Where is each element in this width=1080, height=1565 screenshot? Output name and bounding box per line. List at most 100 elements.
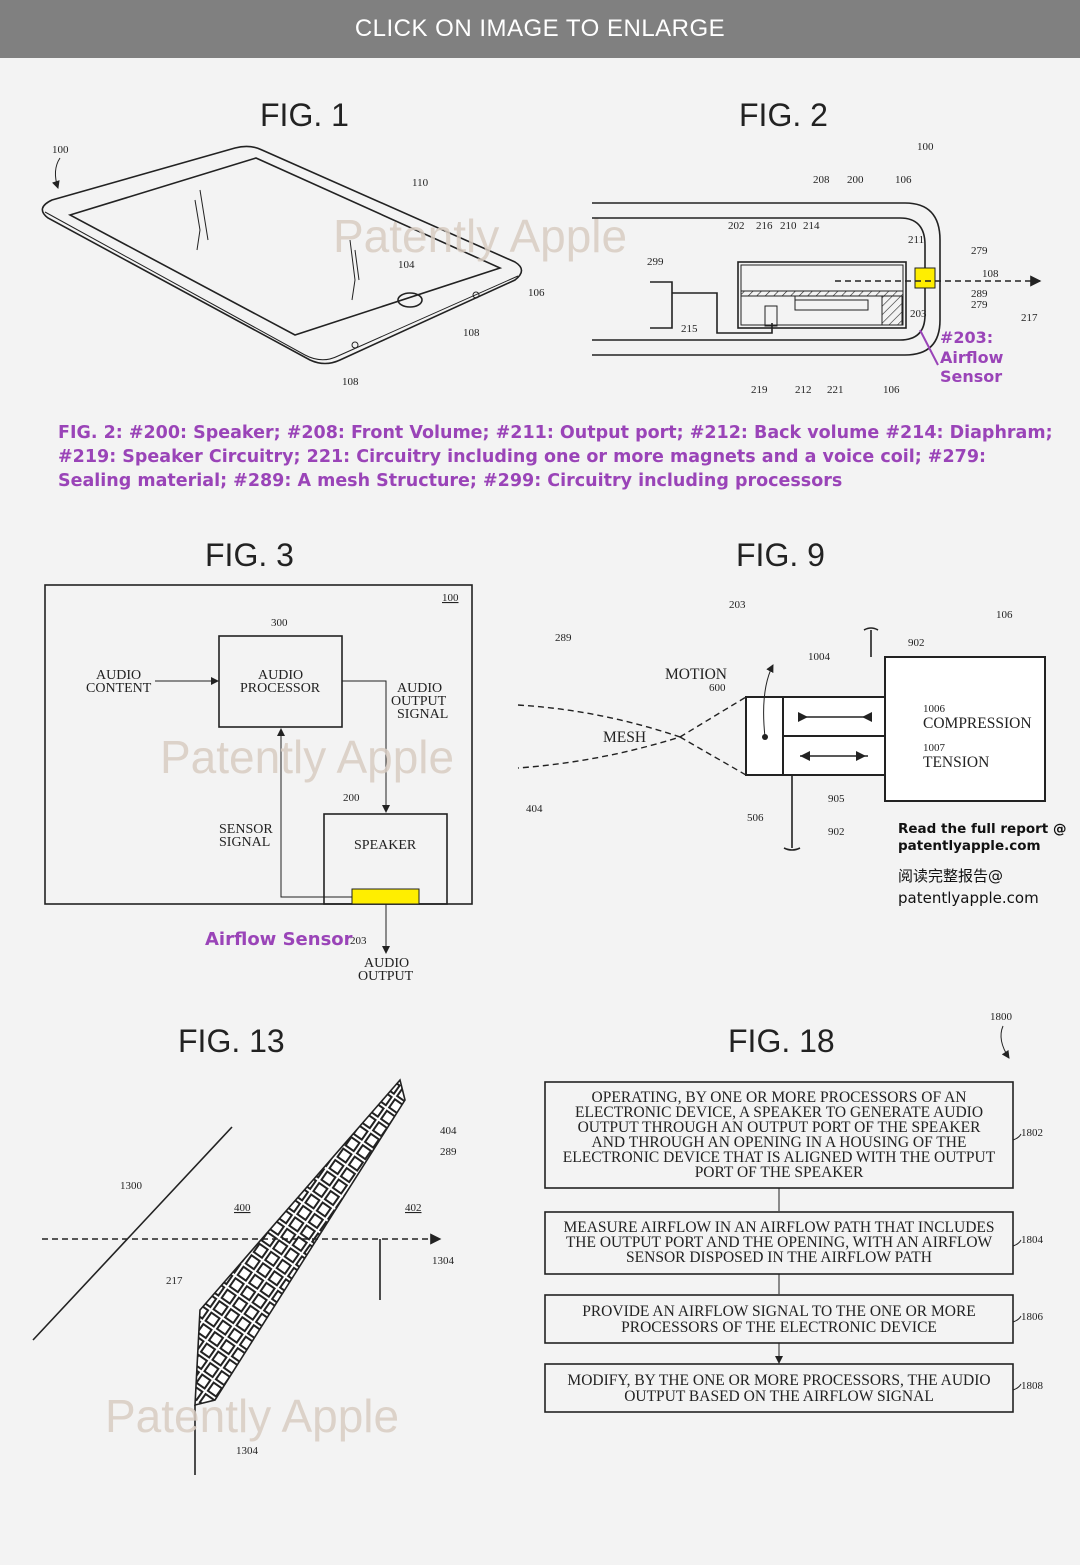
diagram-label: 203 [910, 308, 927, 320]
diagram-label: 106 [996, 609, 1013, 621]
diagram-label: 216 [756, 220, 773, 232]
diagram-label: 902 [828, 826, 845, 838]
airflow-sensor-callout: #203: [940, 328, 993, 347]
diagram-shape [44, 584, 473, 905]
diagram-shape [679, 696, 747, 776]
diagram-shape [650, 281, 773, 334]
diagram-label: OUTPUT [358, 969, 414, 984]
diagram-label: OUTPUT BASED ON THE AIRFLOW SIGNAL [624, 1388, 934, 1405]
diagram-label: 211 [908, 234, 924, 246]
diagram-label: 289 [440, 1146, 457, 1158]
diagram-label: 阅读完整报告@ [898, 867, 1003, 885]
diagram-shape [44, 211, 519, 361]
diagram-label: 400 [234, 1202, 251, 1214]
diagram-label: PROVIDE AN AIRFLOW SIGNAL TO THE ONE OR … [582, 1303, 976, 1320]
diagram-label: Airflow [940, 348, 1004, 367]
fig1: FIG. 1 100 110 104 106 108 108 [41, 97, 545, 388]
diagram-label: SIGNAL [219, 835, 270, 850]
diagram-label: 300 [271, 617, 288, 629]
diagram-shape [1012, 1133, 1022, 1391]
fig9: FIG. 9 203 289 106 902 1004 600 1006 100… [517, 537, 1046, 851]
diagram-shape [592, 217, 926, 341]
diagram-label: Sensor [940, 367, 1002, 386]
diagram-label: AUDIO [96, 668, 141, 683]
diagram-label: 203 [350, 935, 367, 947]
mesh-structure [194, 1078, 406, 1407]
diagram-label: patentlyapple.com [898, 889, 1039, 907]
diagram-label: 289 [971, 288, 988, 300]
diagram-label: patentlyapple.com [898, 838, 1041, 854]
diagram-label: 1804 [1021, 1234, 1044, 1246]
diagram-label: AUDIO [397, 681, 442, 696]
fig18: FIG. 18 1800 OPERATING, BY ONE OR MORE P… [544, 1011, 1044, 1413]
ref-label: 100 [52, 144, 69, 156]
diagram-label: 203 [729, 599, 746, 611]
diagram-shape [194, 1239, 381, 1475]
diagram-label: FIG. 3 [205, 537, 294, 573]
diagram-label: OPERATING, BY ONE OR MORE PROCESSORS OF … [592, 1089, 967, 1106]
diagram-label: 506 [747, 812, 764, 824]
airflow-sensor-highlight [351, 888, 420, 905]
airflow-sensor-callout: Airflow Sensor [205, 929, 353, 950]
diagram-label: COMPRESSION [923, 715, 1032, 732]
diagram-label: 219 [751, 384, 768, 396]
diagram-label: 404 [526, 803, 543, 815]
watermark: Patently Apple [333, 210, 627, 262]
ref-label: 104 [398, 259, 415, 271]
diagram-label: AUDIO [364, 956, 409, 971]
diagram-label: 1304 [432, 1255, 455, 1267]
diagram-label: MEASURE AIRFLOW IN AN AIRFLOW PATH THAT … [563, 1219, 994, 1236]
diagram-label: FIG. 13 [178, 1023, 285, 1059]
ref-label: 110 [412, 177, 429, 189]
diagram-label: 100 [442, 592, 459, 604]
ref-label: 108 [342, 376, 359, 388]
fig13: FIG. 13 404 289 1300 400 402 217 1304 13… [32, 1023, 457, 1475]
diagram-label: 221 [827, 384, 844, 396]
diagram-label: Read the full report @ [898, 821, 1066, 837]
diagram-label: 100 [917, 141, 934, 153]
diagram-label: 1808 [1021, 1380, 1044, 1392]
diagram-shape [881, 295, 903, 326]
diagram-label: 402 [405, 1202, 422, 1214]
fig1-title: FIG. 1 [260, 97, 349, 133]
diagram-label: PROCESSOR [240, 681, 321, 696]
diagram-label: Sealing material; #289: A mesh Structure… [58, 471, 842, 491]
diagram-label: 217 [166, 1275, 183, 1287]
diagram-label: 200 [847, 174, 864, 186]
diagram-label: 106 [883, 384, 900, 396]
diagram-label: CONTENT [86, 681, 152, 696]
diagram-shape [783, 627, 879, 851]
diagram-label: PORT OF THE SPEAKER [695, 1164, 864, 1181]
tablet-screen [67, 157, 503, 336]
diagram-label: 902 [908, 637, 925, 649]
diagram-label: #219: Speaker Circuitry; 221: Circuitry … [58, 447, 986, 467]
diagram-shape [592, 202, 941, 356]
diagram-label: 108 [982, 268, 999, 280]
diagram-shape [740, 290, 904, 297]
report-link[interactable]: Read the full report @ patentlyapple.com… [898, 821, 1066, 907]
diagram-label: 1007 [923, 742, 946, 754]
diagram-label: 289 [555, 632, 572, 644]
diagram-shape [1000, 1025, 1010, 1059]
diagram-label: FIG. 18 [728, 1023, 835, 1059]
diagram-shape [763, 664, 774, 738]
enlarge-banner[interactable]: CLICK ON IMAGE TO ENLARGE [0, 0, 1080, 58]
watermark: Patently Apple [160, 731, 454, 783]
diagram-label: 1300 [120, 1180, 143, 1192]
diagram-shape [517, 704, 683, 769]
diagram-label: AUDIO [258, 668, 303, 683]
diagram-label: SIGNAL [397, 707, 448, 722]
housing-block [884, 656, 1046, 802]
diagram-label: 200 [343, 792, 360, 804]
diagram-label: ELECTRONIC DEVICE THAT IS ALIGNED WITH T… [563, 1149, 996, 1166]
diagram-label: 404 [440, 1125, 457, 1137]
diagram-label: 202 [728, 220, 745, 232]
diagram-shape [342, 680, 390, 813]
diagram-label: SENSOR [219, 822, 273, 837]
diagram-label: 905 [828, 793, 845, 805]
diagram-label: ELECTRONIC DEVICE, A SPEAKER TO GENERATE… [575, 1104, 983, 1121]
diagram-shape [32, 1126, 233, 1341]
diagram-shape [194, 189, 360, 301]
diagram-label: MOTION [665, 666, 727, 683]
